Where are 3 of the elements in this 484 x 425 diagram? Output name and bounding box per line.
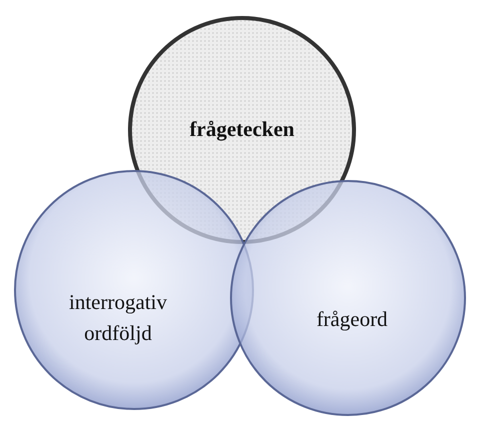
circle-label: interrogativ ordföljd (68, 288, 168, 347)
circle-label: frågeord (315, 306, 389, 333)
circle-label: frågetecken (188, 116, 296, 143)
